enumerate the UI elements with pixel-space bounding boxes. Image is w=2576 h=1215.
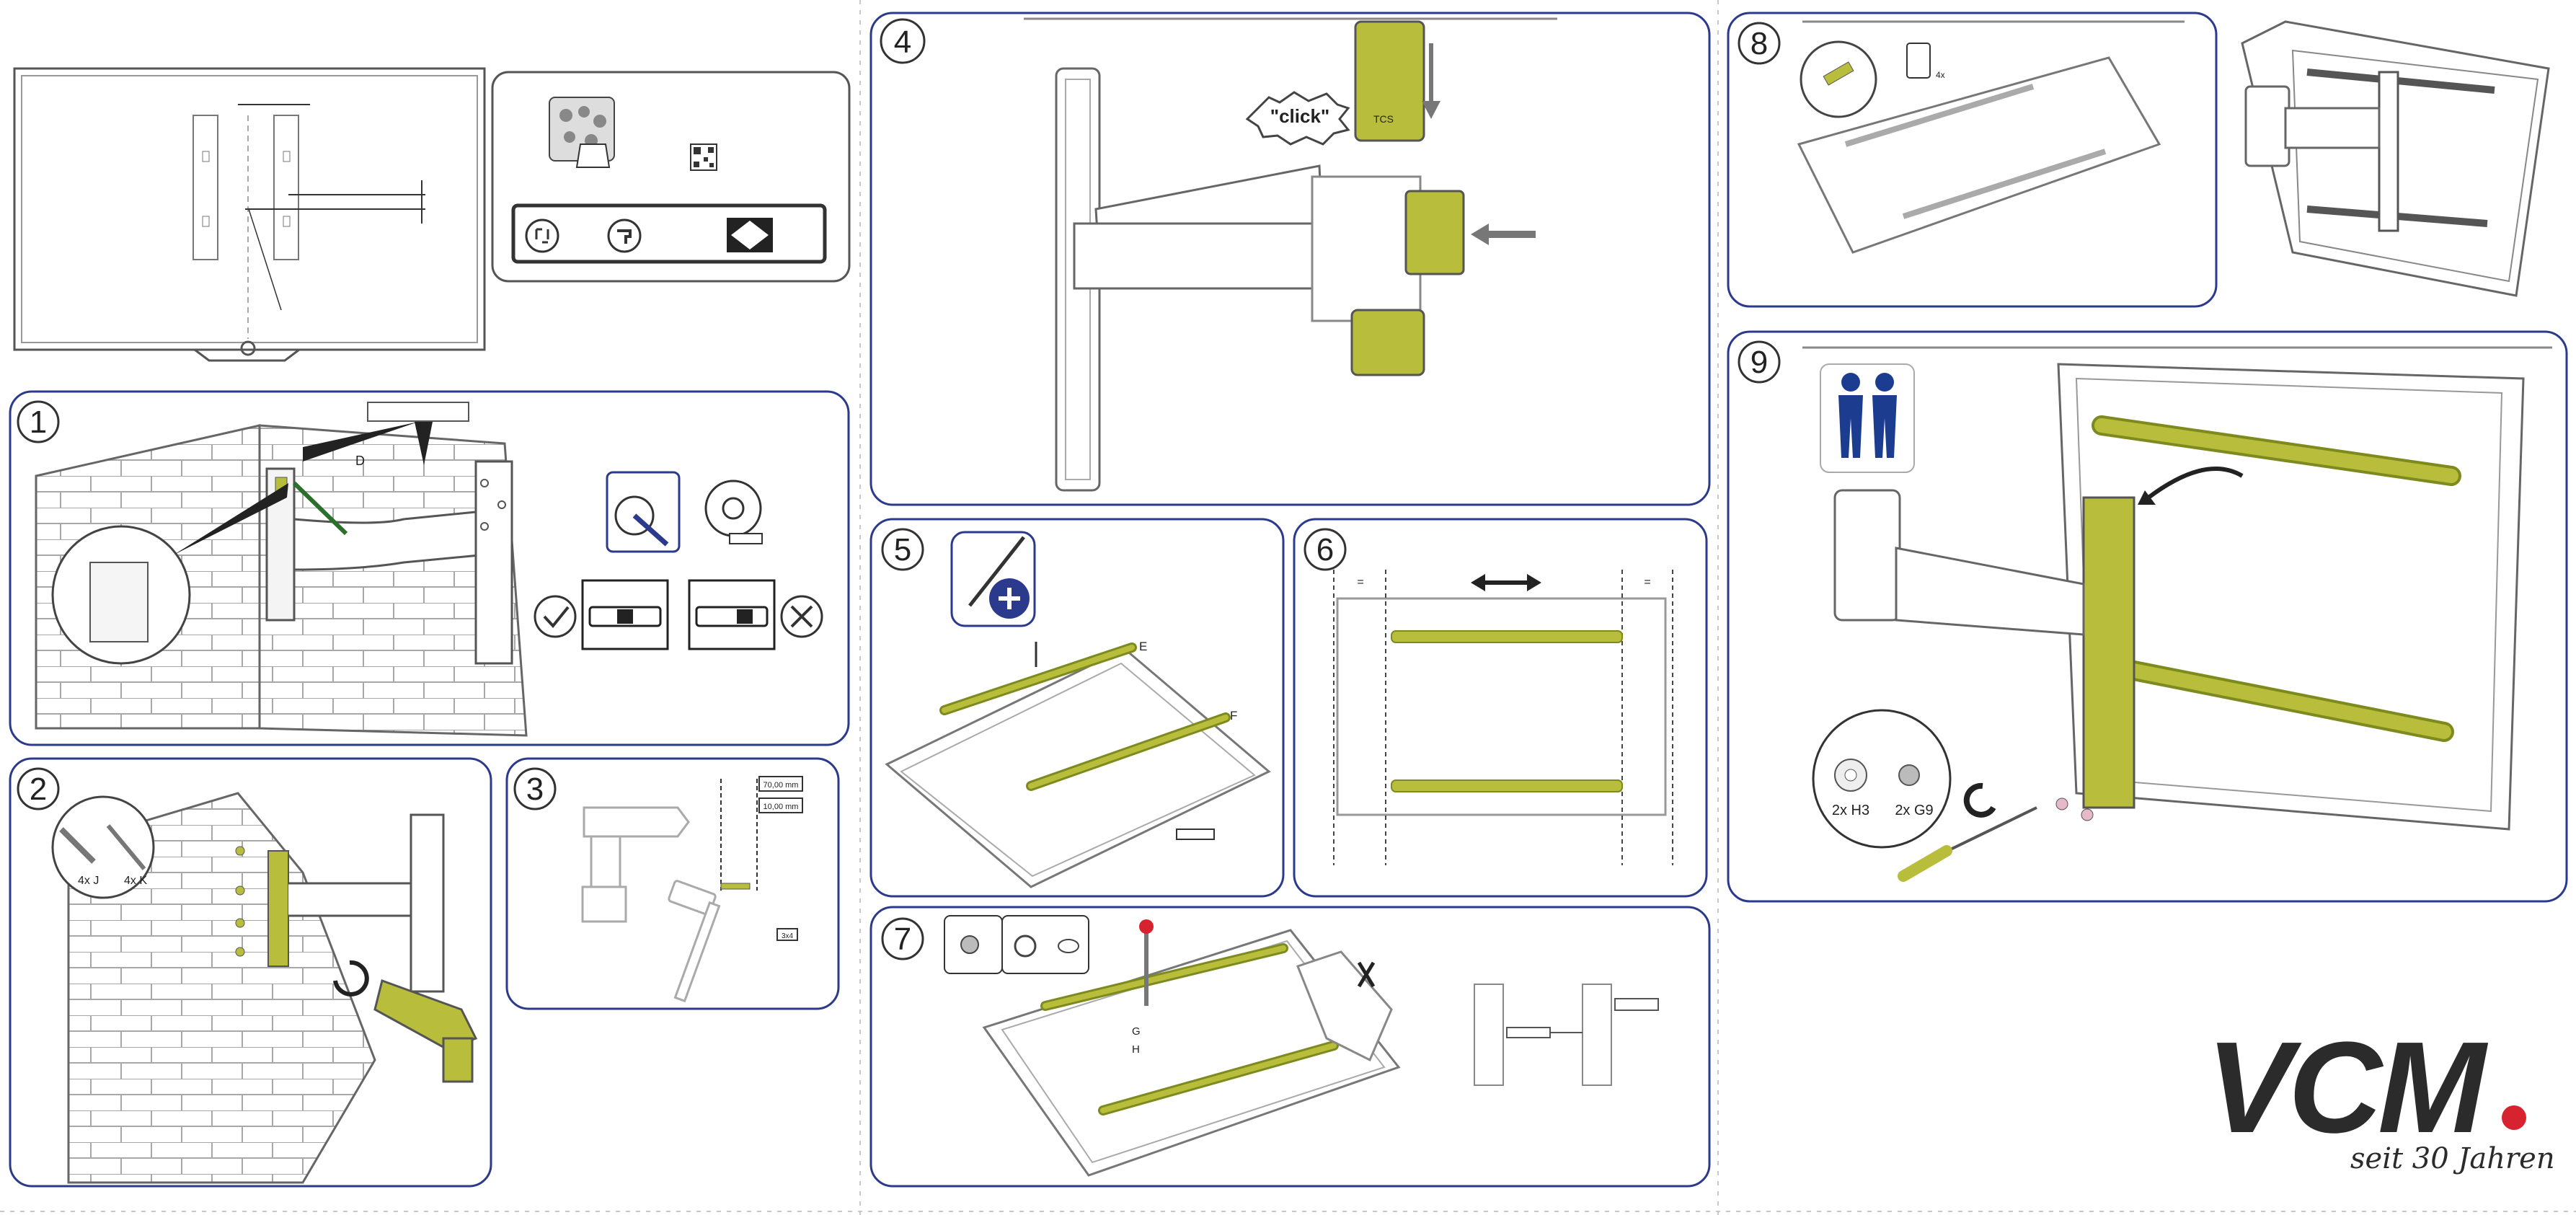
label-4x-j: 4x J	[78, 875, 99, 887]
label-4x-k: 4x K	[124, 875, 147, 887]
info-box	[492, 72, 849, 281]
step-number: 3	[526, 772, 544, 807]
label-f: F	[1230, 709, 1237, 723]
step-8-panel: 8 4x	[1728, 13, 2216, 306]
water-tap-icon	[608, 220, 640, 252]
dim-10: 10,00 mm	[763, 803, 799, 811]
step-number: 9	[1750, 345, 1768, 380]
step-3-panel: 3 70,00 mm 10,00 mm 3x4	[507, 759, 838, 1009]
hand-tools-icon	[526, 220, 558, 252]
step-9-panel: 9 2x H3 2x G9	[1728, 332, 2567, 901]
dim-70: 70,00 mm	[763, 781, 799, 790]
step-4-panel: 4 "click" TCS	[871, 13, 1709, 505]
parts-bag-icon	[549, 97, 614, 167]
step-6-panel: 6 = =	[1294, 519, 1707, 896]
tv-measurement-diagram	[14, 69, 484, 361]
logo-tagline: seit 30 Jahren	[2350, 1142, 2555, 1175]
label-d: D	[355, 454, 365, 468]
step-number: 2	[30, 772, 47, 807]
step-number: 6	[1316, 532, 1334, 567]
step-number: 5	[894, 532, 911, 567]
label-g: G	[1132, 1025, 1141, 1038]
label-e: E	[1139, 640, 1147, 653]
logo-dot	[2502, 1105, 2526, 1130]
step-number: 1	[30, 405, 47, 440]
step-number: 7	[894, 922, 911, 957]
check-icon	[535, 596, 575, 637]
label-h: H	[1132, 1043, 1140, 1056]
click-text: "click"	[1270, 105, 1329, 127]
screw-icon	[961, 936, 978, 953]
diamond-sign-icon	[727, 218, 773, 252]
label-2x-g9: 2x G9	[1895, 803, 1933, 818]
step-5-panel: 5 E F	[871, 519, 1283, 896]
tcs-label: TCS	[1373, 113, 1394, 125]
screwdriver-plus-icon	[952, 532, 1035, 626]
level-ok-icon	[583, 580, 668, 649]
svg-text:=: =	[1357, 576, 1363, 588]
step-1-panel: 1 D	[10, 392, 849, 745]
step-number: 4	[894, 25, 911, 60]
two-persons-icon	[1820, 364, 1914, 472]
step-7-panel: 7 G H	[871, 907, 1709, 1186]
logo-brand: VCM	[2206, 1015, 2489, 1160]
qty-3x4: 3x4	[782, 932, 794, 940]
vcm-logo: VCM seit 30 Jahren	[2206, 1015, 2555, 1175]
step-number: 8	[1750, 26, 1768, 61]
bolt-icon	[1899, 765, 1919, 785]
cross-icon	[782, 596, 822, 637]
svg-text:=: =	[1644, 576, 1650, 588]
step-2-panel: 2 4x J 4x K	[10, 759, 491, 1186]
tv-back-view	[2242, 22, 2549, 296]
qty-4x: 4x	[1936, 70, 1945, 80]
spacer-icon	[1015, 936, 1035, 956]
label-2x-h3: 2x H3	[1832, 803, 1869, 818]
level-wrong-icon	[689, 580, 774, 649]
